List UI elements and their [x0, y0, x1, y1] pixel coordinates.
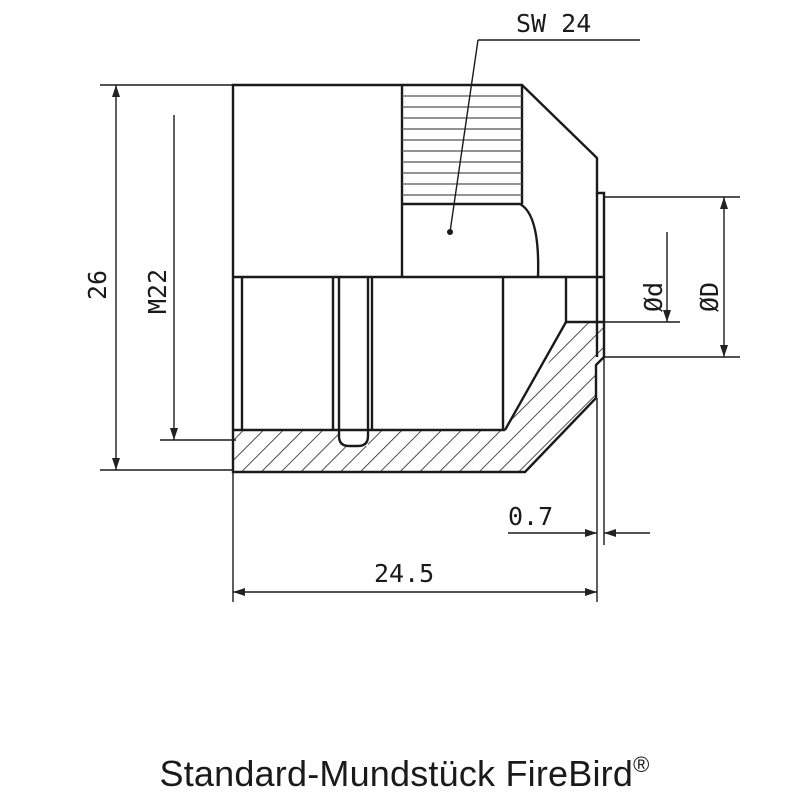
inner-diameter-label: Ød — [639, 282, 668, 312]
thread-dimension — [160, 115, 236, 441]
sw-leader — [449, 39, 640, 233]
height-label: 26 — [83, 270, 112, 300]
diameter-dimensions — [604, 196, 740, 358]
wrench-size-label: SW 24 — [516, 9, 591, 38]
length-label: 24.5 — [374, 559, 434, 588]
height-dimension — [100, 84, 233, 471]
length-dimension — [232, 398, 598, 602]
groove-gap — [338, 428, 368, 446]
registered-mark: ® — [633, 752, 650, 777]
caption-title: Standard-Mundstück FireBird — [159, 753, 634, 794]
offset-label: 0.7 — [508, 502, 553, 531]
hatched-section — [233, 322, 604, 472]
outer-diameter-label: ØD — [695, 282, 724, 312]
caption: Standard-Mundstück FireBird® — [0, 752, 809, 795]
offset-dimension — [508, 357, 650, 545]
sw-leader-dot — [447, 229, 453, 235]
wrench-flat-lines — [402, 95, 522, 196]
thread-label: M22 — [143, 269, 172, 314]
